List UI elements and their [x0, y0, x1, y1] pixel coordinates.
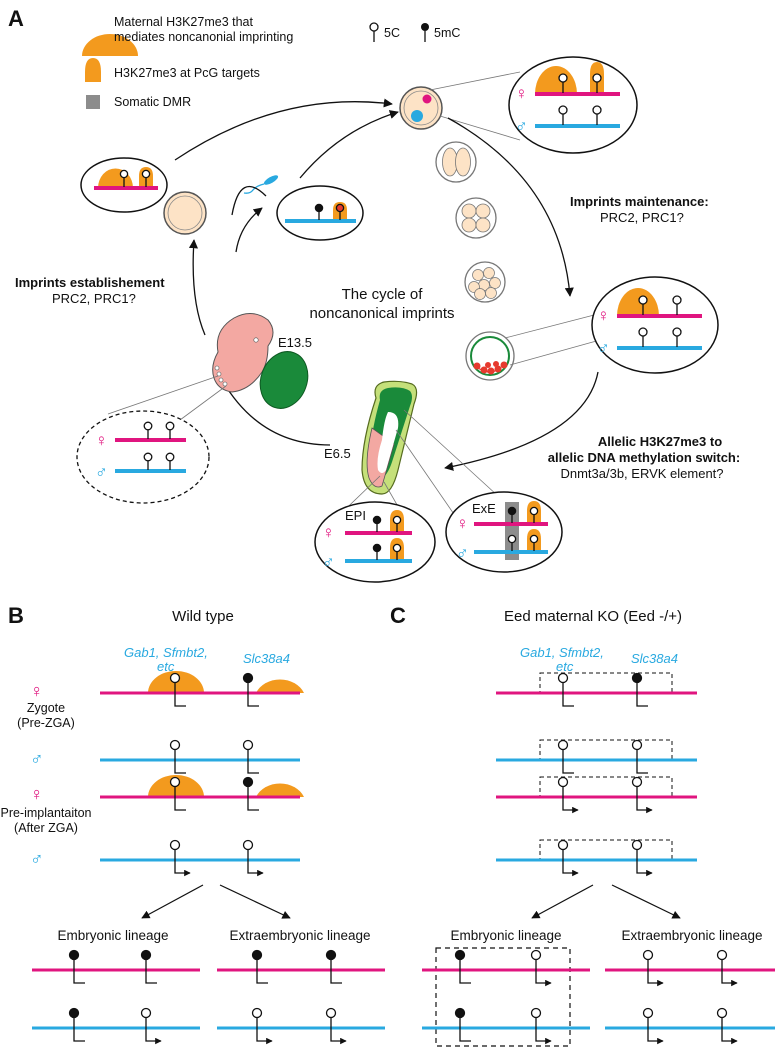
two-cell-embryo	[435, 141, 477, 183]
morula-embryo	[464, 261, 506, 303]
b-arrow-extraembryonic	[219, 884, 291, 919]
legend: Maternal H3K27me3 that mediates noncanon…	[82, 15, 460, 109]
dmr-icon	[86, 95, 100, 109]
b-arrow-embryonic	[141, 884, 204, 919]
switch-line2: allelic DNA methylation switch:	[548, 450, 740, 465]
legend-pcg: H3K27me3 at PcG targets	[114, 66, 260, 80]
legend-5c: 5C	[384, 26, 400, 40]
c-embryonic-alleles	[422, 947, 590, 1047]
b-markers	[169, 672, 264, 877]
male-symbol: ♂	[95, 463, 108, 482]
legend-maternal-line2: mediates noncanonial imprinting	[114, 30, 293, 44]
male-symbol: ♂	[456, 544, 469, 563]
male-symbol: ♂	[30, 849, 44, 869]
epi-label: EPI	[345, 508, 366, 523]
5c-icon	[369, 22, 379, 42]
panel-c-label: C	[390, 603, 406, 628]
panel-b-label: B	[8, 603, 24, 628]
panel-b-title: Wild type	[172, 608, 234, 625]
c-extra-label: Extraembryonic lineage	[621, 928, 762, 943]
b-zygote-maternal	[100, 671, 304, 695]
cycle-title-line2: noncanonical imprints	[309, 305, 454, 322]
c-extraembryonic-alleles	[605, 949, 775, 1045]
female-symbol: ♀	[30, 784, 44, 804]
female-symbol: ♀	[30, 681, 44, 701]
b-emb-label: Embryonic lineage	[57, 928, 168, 943]
switch-line1: Allelic H3K27me3 to	[598, 434, 722, 449]
legend-dmr: Somatic DMR	[114, 95, 191, 109]
e13-zoom-ellipse: ♀ ♂	[76, 410, 210, 504]
e65-embryo	[361, 380, 418, 495]
legend-maternal-line1: Maternal H3K27me3 that	[114, 15, 253, 29]
dmr-box	[505, 502, 519, 560]
b-extra-label: Extraembryonic lineage	[229, 928, 370, 943]
exe-zoom-ellipse: ExE ♀ ♂	[445, 491, 563, 573]
panel-a-label: A	[8, 6, 24, 31]
c-emb-label: Embryonic lineage	[450, 928, 561, 943]
female-symbol: ♀	[597, 306, 610, 325]
5mc-icon	[421, 23, 429, 42]
c-arrow-extraembryonic	[611, 884, 681, 919]
legend-5mc: 5mC	[434, 26, 460, 40]
cycle-arrows	[174, 98, 599, 471]
maternal-h3k27me3-icon	[82, 34, 138, 56]
e13-placenta	[259, 351, 309, 409]
b-embryonic-alleles	[32, 949, 200, 1045]
oocyte-cell	[163, 191, 207, 235]
sperm-zoom-ellipse	[276, 185, 364, 241]
four-cell-embryo	[455, 197, 497, 239]
zygote-cell	[399, 86, 443, 130]
b-stage1-line1: Zygote	[27, 701, 65, 715]
c-rows	[496, 672, 697, 862]
e65-label: E6.5	[324, 446, 351, 461]
b-preimp-maternal	[100, 775, 304, 799]
male-symbol: ♂	[30, 749, 44, 769]
exe-label: ExE	[472, 501, 496, 516]
c-gene1-line1: Gab1, Sfmbt2,	[520, 645, 604, 660]
b-gene2: Slc38a4	[243, 651, 290, 666]
e13-embryo	[212, 313, 274, 393]
establish-title: Imprints establishement	[15, 275, 165, 290]
b-gene1-line2: etc	[157, 659, 175, 674]
male-symbol: ♂	[597, 339, 610, 358]
male-symbol: ♂	[515, 117, 528, 136]
female-symbol: ♀	[456, 514, 469, 533]
c-gene2: Slc38a4	[631, 651, 678, 666]
female-symbol: ♀	[95, 431, 108, 450]
establish-sub: PRC2, PRC1?	[52, 291, 136, 306]
pcg-h3k27me3-icon	[85, 58, 101, 82]
female-symbol: ♀	[322, 523, 335, 542]
b-stage1-line2: (Pre-ZGA)	[17, 716, 75, 730]
c-gene1-line2: etc	[556, 659, 574, 674]
switch-line3: Dnmt3a/3b, ERVK element?	[560, 466, 723, 481]
cycle-title-line1: The cycle of	[342, 286, 424, 303]
b-stage2-line1: Pre-implantaiton	[0, 806, 91, 820]
oocyte-zoom-ellipse	[80, 157, 168, 213]
b-gene1-line1: Gab1, Sfmbt2,	[124, 645, 208, 660]
b-stage2-line2: (After ZGA)	[14, 821, 78, 835]
zygote-zoom-ellipse: ♀ ♂	[508, 56, 638, 154]
female-symbol: ♀	[515, 84, 528, 103]
c-markers	[557, 672, 653, 877]
blastocyst-zoom-ellipse: ♀ ♂	[591, 276, 719, 374]
epi-zoom-ellipse: EPI ♀ ♂	[314, 501, 436, 583]
b-extraembryonic-alleles	[217, 949, 385, 1045]
maintenance-sub: PRC2, PRC1?	[600, 210, 684, 225]
c-arrow-embryonic	[531, 884, 594, 919]
male-symbol: ♂	[322, 553, 335, 572]
blastocyst-embryo	[465, 331, 515, 381]
arrow-to-sperm	[235, 207, 263, 253]
e135-label: E13.5	[278, 335, 312, 350]
sperm-cell	[243, 175, 279, 194]
maintenance-title: Imprints maintenance:	[570, 194, 709, 209]
panel-c-title: Eed maternal KO (Eed -/+)	[504, 608, 682, 625]
